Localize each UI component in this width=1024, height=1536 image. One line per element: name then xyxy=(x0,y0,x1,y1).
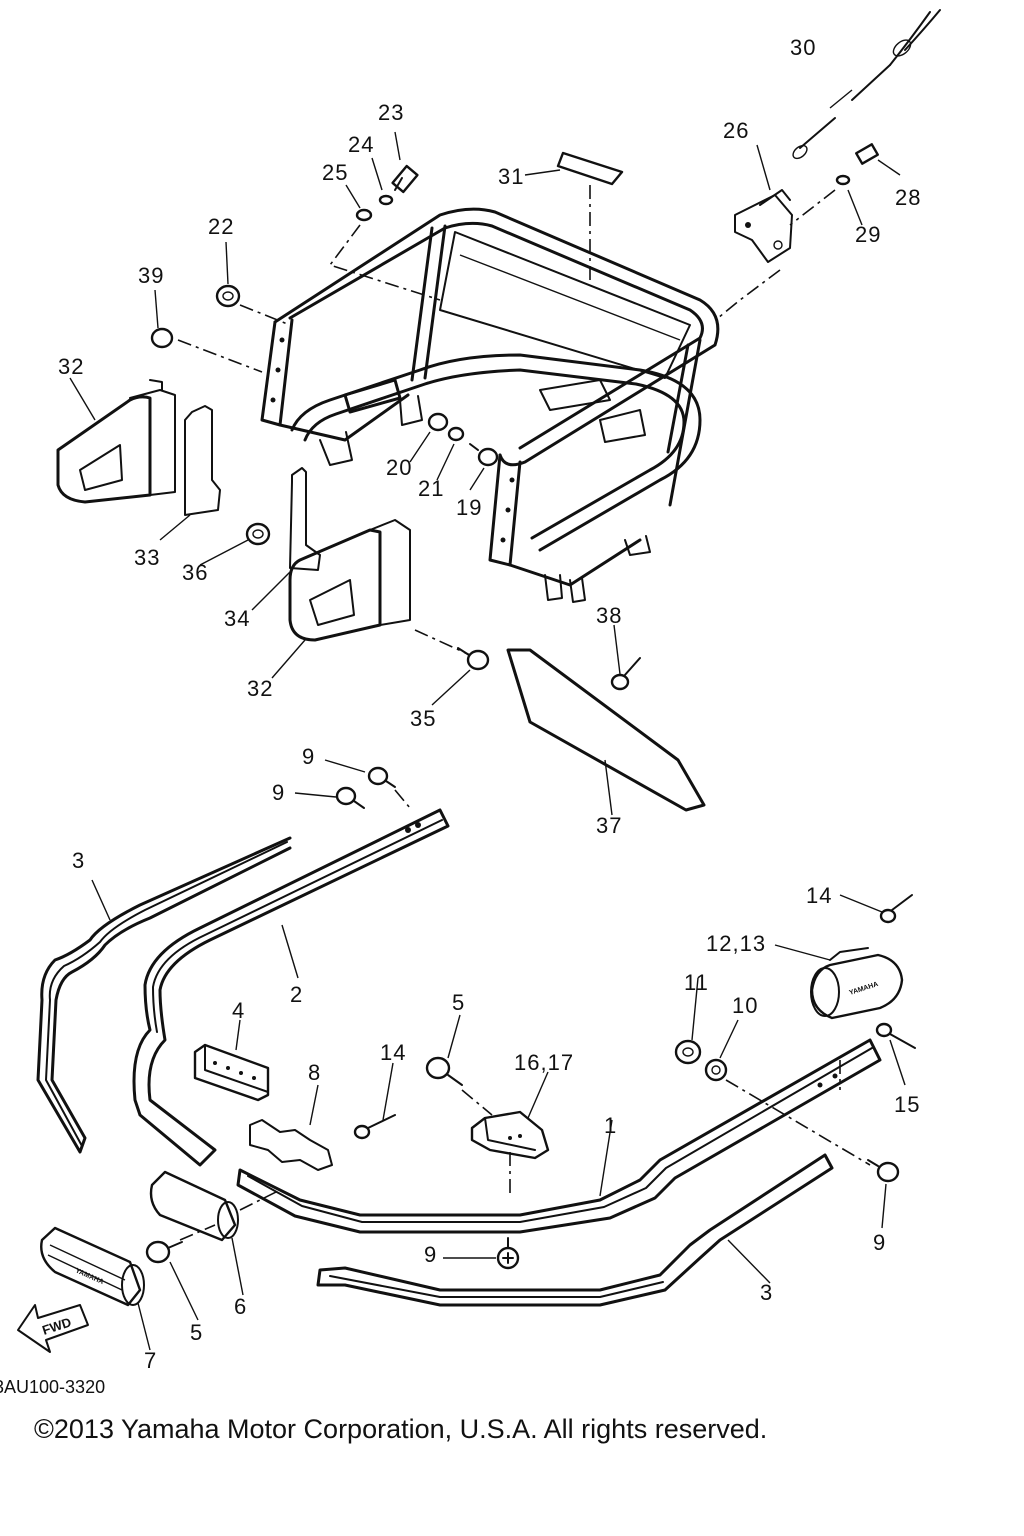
label-9-top-2: 9 xyxy=(272,780,285,805)
front-bar-2 xyxy=(132,808,450,1167)
label-35: 35 xyxy=(410,706,436,731)
label-14-upper: 14 xyxy=(806,883,832,908)
washer-10 xyxy=(704,1058,728,1082)
nut-22 xyxy=(215,284,241,308)
label-30: 30 xyxy=(790,35,816,60)
basket-frame xyxy=(260,207,720,603)
label-29: 29 xyxy=(855,222,881,247)
label-22: 22 xyxy=(208,214,234,239)
label-4: 4 xyxy=(232,998,245,1023)
label-plate xyxy=(556,151,624,186)
label-34: 34 xyxy=(224,606,250,631)
label-5-upper: 5 xyxy=(452,990,465,1015)
label-32-left: 32 xyxy=(58,354,84,379)
label-26: 26 xyxy=(723,118,749,143)
label-16-17: 16,17 xyxy=(514,1050,574,1075)
label-2: 2 xyxy=(290,982,303,1007)
side-bracket-32-right xyxy=(288,519,411,642)
bolt-9-top-1 xyxy=(367,766,396,788)
collar-36 xyxy=(245,522,271,546)
screw-15 xyxy=(875,1022,916,1049)
grip-7: YAMAHA xyxy=(40,1226,145,1307)
forward-arrow: FWD xyxy=(17,1304,89,1353)
label-3-upper: 3 xyxy=(72,848,85,873)
label-39: 39 xyxy=(138,263,164,288)
diagram-code: 3AU100-3320 xyxy=(0,1377,105,1397)
label-12-13: 12,13 xyxy=(706,931,766,956)
bolt-9-bottom xyxy=(496,1237,520,1270)
label-33: 33 xyxy=(134,545,160,570)
rivet-38 xyxy=(610,657,641,691)
nut-11 xyxy=(674,1039,702,1065)
bolt-9-right xyxy=(867,1159,900,1183)
bolt-9-top-2 xyxy=(335,786,365,809)
washer-21 xyxy=(447,426,465,442)
screw-14-lower xyxy=(353,1114,396,1140)
label-21: 21 xyxy=(418,476,444,501)
leader-lines xyxy=(69,89,906,1351)
latch-cable xyxy=(792,9,941,160)
end-cap-12-13: YAMAHA xyxy=(810,947,904,1020)
label-38: 38 xyxy=(596,603,622,628)
washer-20 xyxy=(427,412,449,432)
rubber-strip-3-lower xyxy=(316,1153,834,1307)
label-6: 6 xyxy=(234,1294,247,1319)
washer-24 xyxy=(378,194,394,206)
label-1: 1 xyxy=(604,1113,617,1138)
label-9-right: 9 xyxy=(873,1230,886,1255)
floor-panel-37 xyxy=(506,648,706,812)
label-8: 8 xyxy=(308,1060,321,1085)
sleeve-6 xyxy=(149,1170,239,1242)
cap-39 xyxy=(150,327,174,349)
bolt-28 xyxy=(855,143,879,165)
label-9-top-1: 9 xyxy=(302,744,315,769)
label-7: 7 xyxy=(144,1348,157,1373)
bracket-16-17 xyxy=(470,1110,550,1160)
label-37: 37 xyxy=(596,813,622,838)
label-36: 36 xyxy=(182,560,208,585)
label-24: 24 xyxy=(348,132,374,157)
label-5-lower: 5 xyxy=(190,1320,203,1345)
bolt-5-upper xyxy=(425,1056,463,1086)
part-labels: 30 26 23 24 25 31 28 29 22 39 32 20 21 1… xyxy=(58,35,921,1373)
label-32-right: 32 xyxy=(247,676,273,701)
label-28: 28 xyxy=(895,185,921,210)
plate-33 xyxy=(184,405,221,516)
bolt-5-lower xyxy=(145,1240,183,1264)
label-19: 19 xyxy=(456,495,482,520)
label-25: 25 xyxy=(322,160,348,185)
label-10: 10 xyxy=(732,993,758,1018)
rubber-strip-3-upper xyxy=(36,836,292,1154)
bolt-35 xyxy=(457,647,490,671)
label-23: 23 xyxy=(378,100,404,125)
label-3-lower: 3 xyxy=(760,1280,773,1305)
bolt-23 xyxy=(391,164,419,194)
plate-34 xyxy=(289,467,321,571)
main-bar-1 xyxy=(236,1038,882,1234)
forward-arrow-label: FWD xyxy=(40,1314,73,1337)
nut-25 xyxy=(355,208,373,222)
label-31: 31 xyxy=(498,164,524,189)
label-11: 11 xyxy=(684,970,709,995)
spacer-4 xyxy=(193,1043,270,1102)
plate-8 xyxy=(249,1119,333,1171)
label-15: 15 xyxy=(894,1092,920,1117)
latch-bracket xyxy=(734,189,793,263)
label-14-lower: 14 xyxy=(380,1040,406,1065)
nut-29 xyxy=(835,174,851,186)
side-bracket-32-left xyxy=(56,379,176,504)
label-20: 20 xyxy=(386,455,412,480)
bolt-19 xyxy=(469,443,499,467)
screw-14-upper xyxy=(879,894,913,924)
label-9-bottom: 9 xyxy=(424,1242,437,1267)
copyright-notice: ©2013 Yamaha Motor Corporation, U.S.A. A… xyxy=(34,1414,767,1444)
